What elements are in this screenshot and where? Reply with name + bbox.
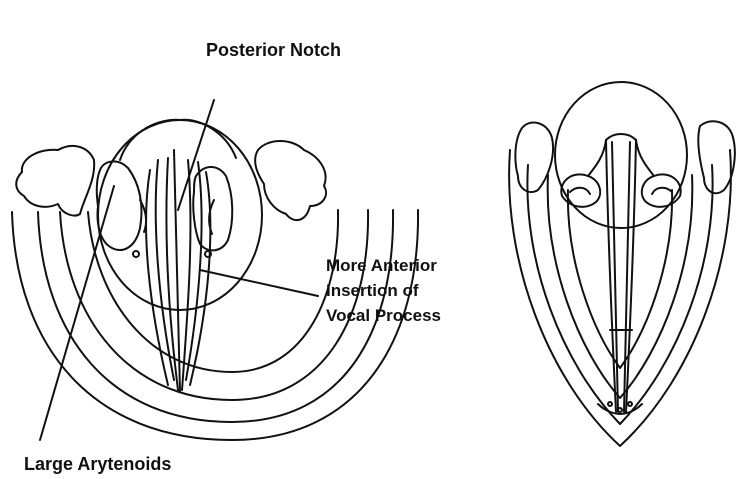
- pointer-line-arytenoids: [40, 186, 114, 440]
- label-anterior-line-1: More Anterior: [326, 253, 441, 278]
- left-cricoid-oval: [98, 120, 262, 310]
- label-anterior-line-3: Vocal Process: [326, 303, 441, 328]
- right-ring-3: [548, 175, 693, 398]
- label-anterior-line-2: Insertion of: [326, 278, 441, 303]
- right-ring-2: [527, 165, 712, 424]
- posterior-arch: [120, 120, 236, 160]
- left-outer-cartilage: [16, 146, 94, 216]
- label-posterior-notch: Posterior Notch: [206, 38, 341, 63]
- label-large-arytenoids: Large Arytenoids: [24, 452, 171, 477]
- right-outer-ring: [509, 150, 731, 446]
- pointer-line-insertion: [200, 270, 318, 296]
- left-ring-4: [88, 210, 338, 372]
- right-larynx: [509, 82, 735, 446]
- left-arytenoid: [97, 161, 142, 250]
- right-outer-cartilage: [255, 141, 326, 220]
- right-right-cartilage: [698, 121, 734, 193]
- label-anterior-insertion: More Anterior Insertion of Vocal Process: [326, 253, 441, 328]
